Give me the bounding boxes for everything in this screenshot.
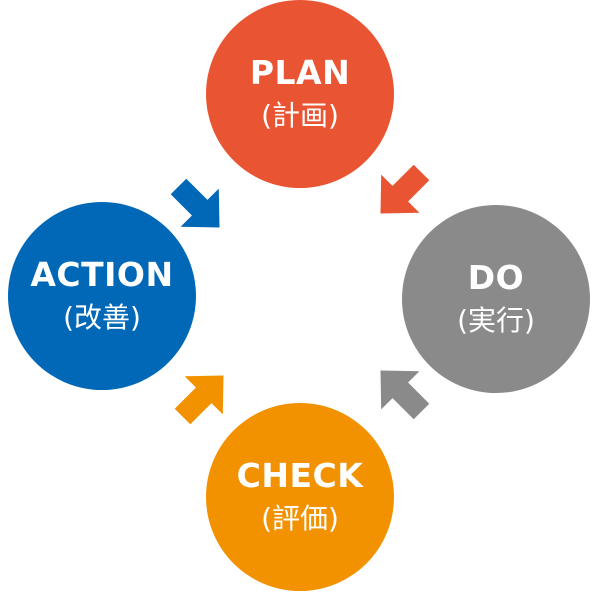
arrow-plan-to-do: [370, 162, 432, 224]
action-subtitle: (改善): [63, 301, 141, 334]
arrow-up-left-icon: [174, 375, 224, 425]
plan-node: PLAN (計画): [206, 0, 394, 188]
do-title: DO: [467, 258, 525, 297]
arrow-down-left-icon: [380, 370, 430, 420]
do-subtitle: (実行): [457, 304, 535, 337]
action-title: ACTION: [30, 255, 174, 294]
plan-subtitle: (計画): [261, 99, 339, 132]
plan-title: PLAN: [249, 53, 351, 92]
check-node: CHECK (評価): [206, 403, 394, 591]
do-node: DO (実行): [402, 205, 590, 393]
arrow-down-right-icon: [380, 164, 430, 214]
action-node: ACTION (改善): [8, 202, 196, 390]
check-title: CHECK: [236, 456, 364, 495]
arrow-up-right-icon: [170, 178, 220, 228]
arrow-check-to-action: [172, 365, 234, 427]
arrow-action-to-plan: [168, 176, 230, 238]
check-subtitle: (評価): [261, 502, 339, 535]
arrow-do-to-check: [370, 360, 432, 422]
